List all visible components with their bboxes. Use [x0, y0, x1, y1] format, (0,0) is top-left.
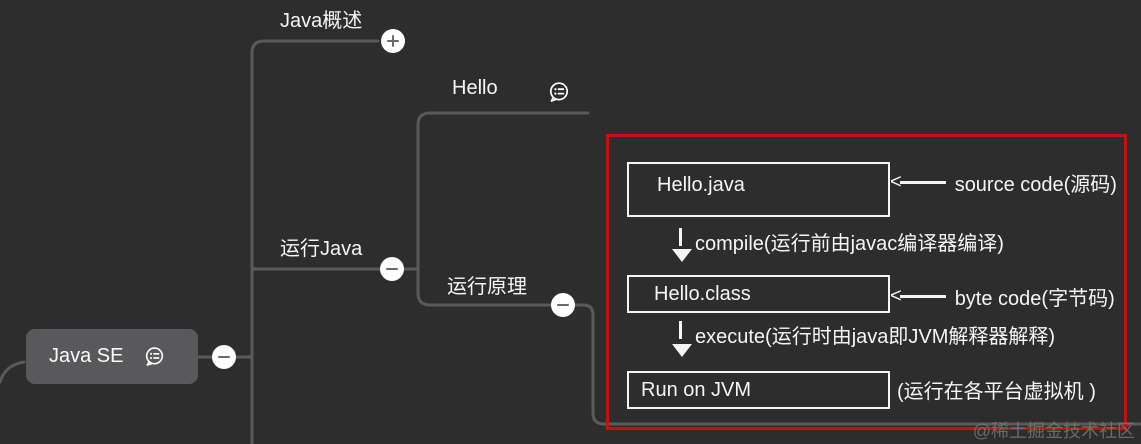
minus-icon: [218, 351, 230, 363]
annotation-label: (运行在各平台虚拟机 ): [897, 381, 1096, 403]
watermark: @稀土掘金技术社区: [972, 421, 1135, 441]
highlight-boundary[interactable]: [606, 134, 1127, 430]
annotation-run-on-jvm: (运行在各平台虚拟机 ): [897, 377, 1096, 403]
topic-hello[interactable]: Hello: [452, 77, 498, 99]
diagram-box-label: Hello.java: [657, 174, 745, 196]
collapse-button-run-principle[interactable]: [551, 293, 575, 317]
minus-icon: [386, 263, 398, 275]
arrow-left-icon: <: [890, 285, 902, 307]
diagram-box-label: Hello.class: [654, 282, 751, 305]
minus-icon: [557, 299, 569, 311]
flow-line: [679, 228, 682, 246]
annotation-source-code: < source code(源码): [890, 170, 1117, 196]
arrow-left-icon: <: [890, 171, 902, 193]
edge-offscreen-parent: [0, 360, 26, 384]
expand-button-java-overview[interactable]: [381, 29, 405, 53]
annotation-label: source code(源码): [954, 174, 1117, 196]
flow-line: [679, 321, 682, 339]
topic-run-principle[interactable]: 运行原理: [447, 276, 527, 298]
diagram-box-label: Run on JVM: [641, 378, 752, 401]
diagram-box-hello-java: Hello.java: [627, 162, 890, 217]
arrow-shaft: [899, 181, 946, 184]
collapse-button-java-se[interactable]: [212, 345, 236, 369]
topic-run-java[interactable]: 运行Java: [280, 238, 363, 260]
step-execute-label: execute(运行时由java即JVM解释器解释): [695, 326, 1056, 348]
arrow-shaft: [899, 295, 946, 298]
diagram-box-run-on-jvm: Run on JVM: [627, 371, 890, 409]
collapse-button-run-java[interactable]: [380, 257, 404, 281]
notes-icon[interactable]: [548, 81, 570, 103]
node-java-se[interactable]: Java SE: [26, 329, 198, 384]
notes-icon[interactable]: [144, 346, 165, 367]
trunk-level1: [250, 39, 380, 444]
diagram-box-hello-class: Hello.class: [627, 275, 890, 313]
plus-icon: [387, 35, 399, 47]
node-java-se-label: Java SE: [49, 345, 124, 367]
trunk-level2: [416, 111, 1141, 426]
topic-java-overview[interactable]: Java概述: [280, 10, 363, 32]
annotation-label: byte code(字节码): [954, 288, 1115, 310]
step-compile-label: compile(运行前由javac编译器编译): [695, 233, 1004, 255]
arrow-down-icon: [672, 249, 692, 262]
annotation-byte-code: < byte code(字节码): [890, 284, 1115, 310]
arrow-down-icon: [672, 344, 692, 357]
